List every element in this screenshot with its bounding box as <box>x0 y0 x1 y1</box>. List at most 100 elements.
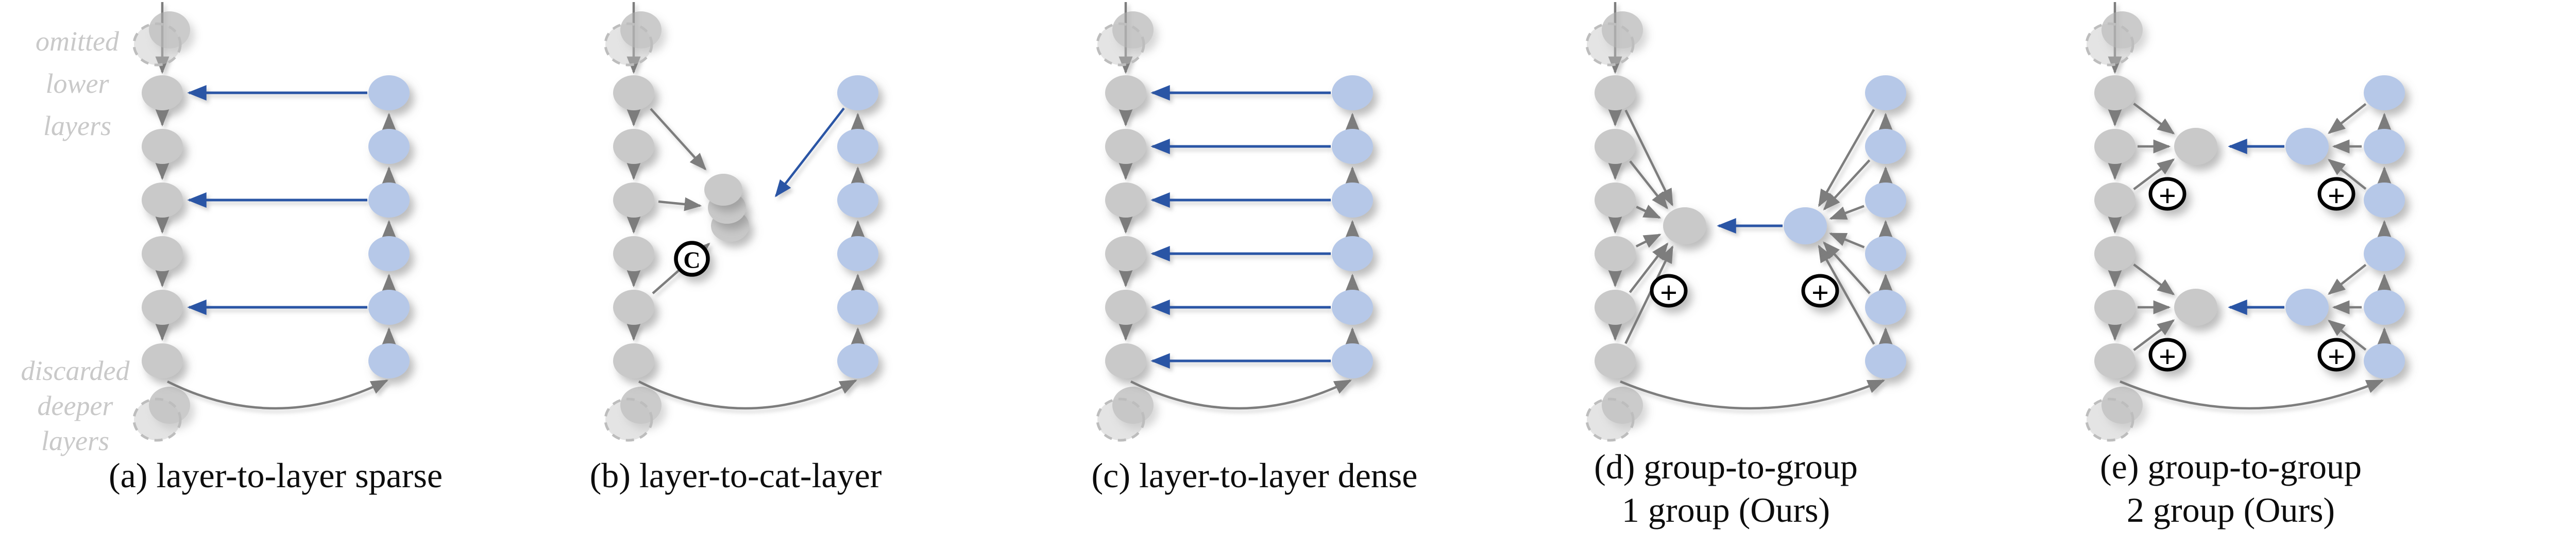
encoder-node <box>613 236 654 271</box>
decoder-aggregate-node <box>2285 289 2329 326</box>
encoder-node <box>613 343 654 378</box>
decoder-node <box>1332 290 1373 325</box>
encoder-node <box>613 129 654 164</box>
decoder-node <box>837 236 878 271</box>
panel-e-arrows <box>2108 2 2392 410</box>
decoder-aggregate-arrow <box>2328 263 2367 295</box>
decoder-aggregate-arrow <box>1818 244 1875 345</box>
discarded-layer-ghost <box>1585 387 1643 442</box>
omitted-layers-label: lower <box>45 68 109 99</box>
decoder-node <box>1332 343 1373 378</box>
encoder-aggregate-node <box>1663 207 1706 244</box>
omitted-layers-label: omitted <box>36 26 120 57</box>
decoder-aggregate-arrow <box>1823 159 1871 211</box>
decoder-aggregate-node <box>2285 128 2329 165</box>
concatenate-icon-circle <box>674 241 710 277</box>
encoder-node <box>1105 290 1146 325</box>
decoder-node <box>1332 75 1373 110</box>
encoder-aggregate-arrow <box>2133 158 2175 190</box>
decoder-aggregate-arrow <box>2328 159 2367 190</box>
encoder-node <box>1105 75 1146 110</box>
concat-stack-node <box>704 174 742 206</box>
add-icon-glyph: + <box>2159 340 2176 374</box>
encoder-node <box>1595 75 1636 110</box>
omitted-layer-ghost-dashed-outline <box>1096 22 1145 67</box>
decoder-node <box>368 236 410 271</box>
add-icon: + <box>1650 274 1688 310</box>
decoder-aggregate-arrow <box>2328 320 2367 351</box>
decoder-node <box>2364 75 2405 110</box>
discarded-layer-ghost-dashed-outline <box>1096 398 1145 442</box>
discarded-layers-label: discarded <box>21 355 130 386</box>
discarded-layer-ghost-dashed-outline <box>604 398 653 442</box>
decoder-node <box>368 129 410 164</box>
decoder-node <box>2364 236 2405 271</box>
decoder-node <box>368 343 410 378</box>
skip-connection-arrow <box>1130 379 1352 410</box>
encoder-node <box>2094 75 2136 110</box>
encoder-aggregate-arrow <box>2133 319 2175 351</box>
decoder-node <box>837 75 878 110</box>
add-icon-circle <box>2148 338 2187 372</box>
encoder-node <box>142 343 183 378</box>
omitted-layer-ghost <box>604 11 662 67</box>
discarded-layer-ghost <box>132 387 190 442</box>
panel-b: C(b) layer-to-cat-layer <box>590 2 882 495</box>
discarded-layer-ghost <box>2085 387 2143 442</box>
panel-caption: (d) group-to-group <box>1594 447 1858 486</box>
skip-connection-arrow <box>1620 379 1886 410</box>
omitted-layer-ghost <box>1585 11 1643 67</box>
add-icon-glyph: + <box>1660 276 1677 310</box>
add-icon-circle <box>2148 177 2187 211</box>
encoder-node <box>1105 236 1146 271</box>
omitted-layer-ghost-dashed-outline <box>132 22 182 67</box>
encoder-aggregate-arrow <box>2133 103 2175 135</box>
encoder-node <box>2094 236 2136 271</box>
discarded-layer-ghost-dashed-outline <box>2085 398 2134 442</box>
panel-caption: (b) layer-to-cat-layer <box>590 456 882 495</box>
decoder-aggregate-arrow <box>2328 103 2367 134</box>
encoder-node <box>1595 129 1636 164</box>
encoder-aggregate-node <box>2174 289 2217 326</box>
add-icon-circle <box>1650 274 1688 308</box>
concat-input-arrow <box>658 197 702 211</box>
decoder-node <box>1332 236 1373 271</box>
panel-c-arrows <box>1118 2 1360 410</box>
encoder-node <box>613 290 654 325</box>
decoder-node <box>2364 290 2405 325</box>
decoder-node <box>837 343 878 378</box>
discarded-layer-ghost <box>1096 387 1154 442</box>
encoder-node <box>142 129 183 164</box>
decoder-node <box>1865 290 1906 325</box>
discarded-layer-ghost-dashed-outline <box>1585 398 1635 442</box>
decoder-node <box>837 129 878 164</box>
decoder-node <box>1865 183 1906 218</box>
decoder-node <box>2364 183 2405 218</box>
add-icon: + <box>1801 274 1839 310</box>
encoder-aggregate-arrow <box>1636 205 1662 219</box>
add-icon-circle <box>2317 338 2355 372</box>
decoder-node <box>1332 183 1373 218</box>
skip-connection-arrow <box>166 379 389 410</box>
decoder-node <box>837 290 878 325</box>
encoder-aggregate-arrow <box>1635 234 1662 248</box>
skip-connection-arrow <box>638 379 858 410</box>
decoder-node <box>368 290 410 325</box>
add-icon-glyph: + <box>1811 276 1829 310</box>
decoder-node <box>1865 343 1906 378</box>
encoder-node <box>1595 183 1636 218</box>
decoder-node <box>2364 343 2405 378</box>
encoder-node <box>1595 343 1636 378</box>
encoder-aggregate-arrow <box>1629 160 1668 210</box>
encoder-node <box>142 75 183 110</box>
encoder-aggregate-arrow <box>2133 263 2175 295</box>
add-icon-glyph: + <box>2328 179 2345 213</box>
add-icon-glyph: + <box>2328 340 2345 374</box>
encoder-node <box>1105 129 1146 164</box>
omitted-layer-ghost <box>1096 11 1154 67</box>
